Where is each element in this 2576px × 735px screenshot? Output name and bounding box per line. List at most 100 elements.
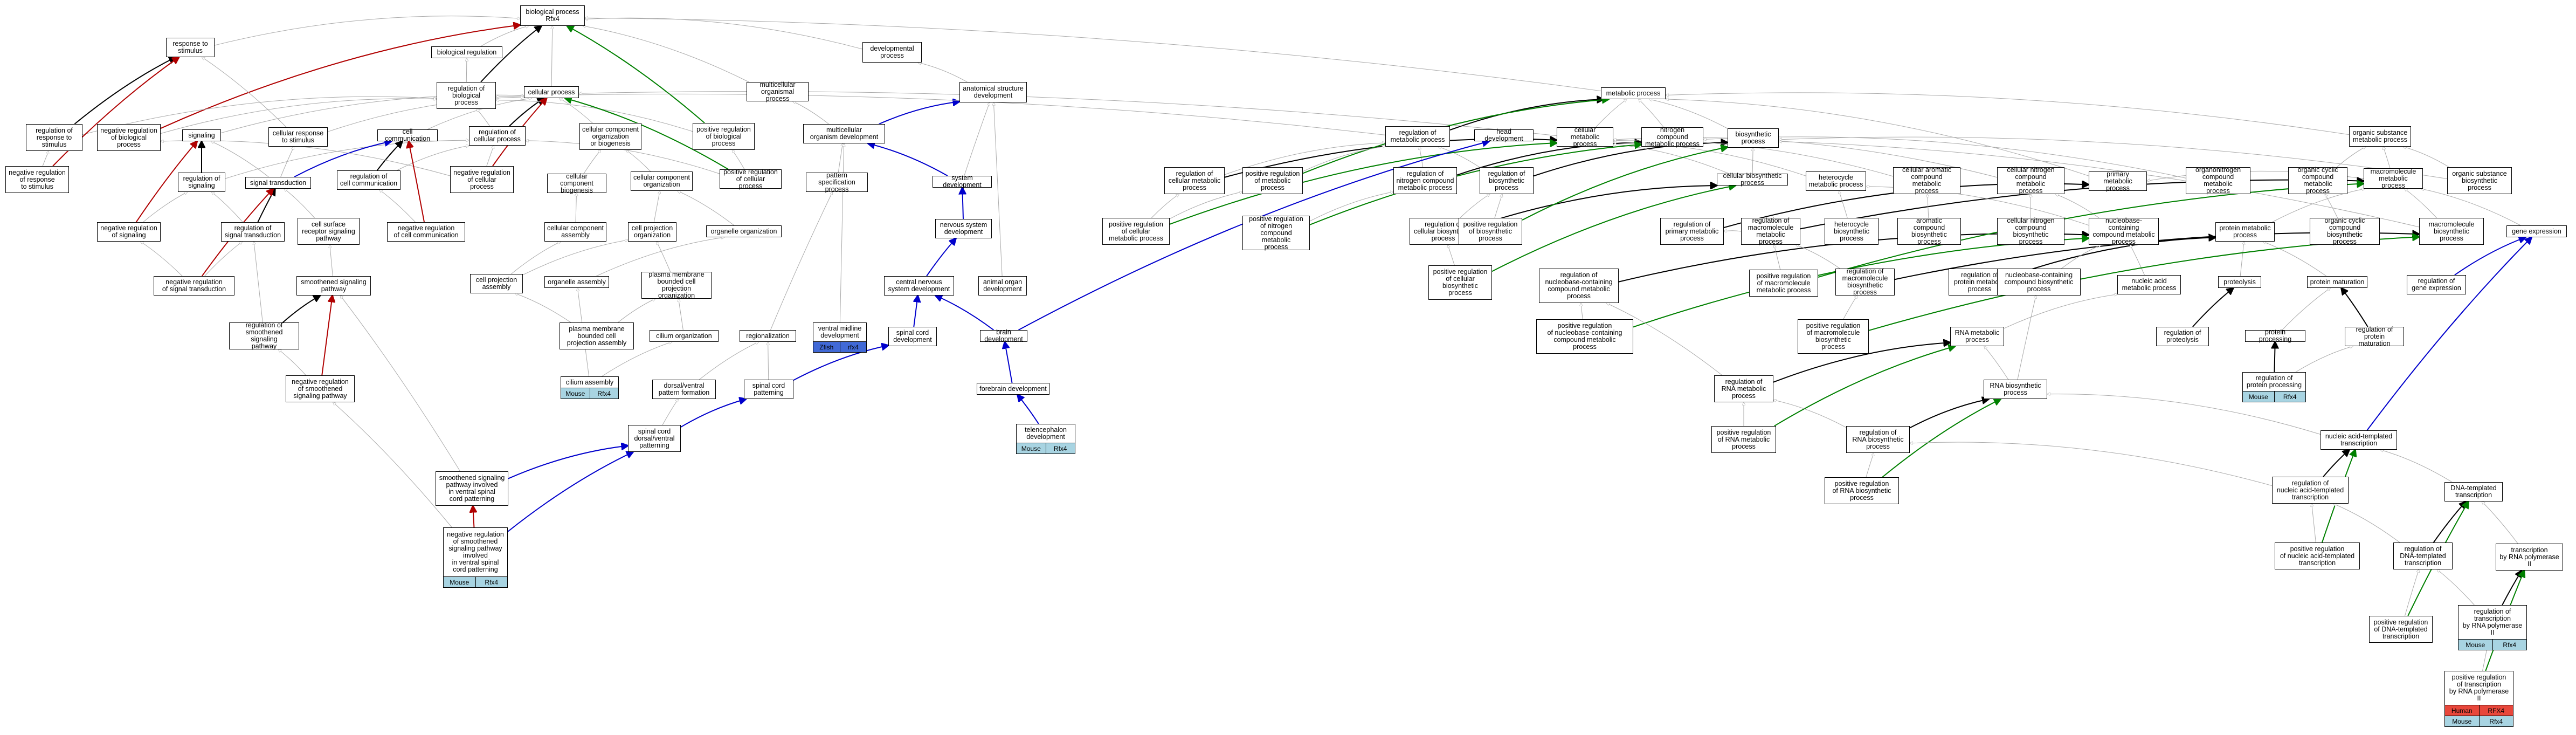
go-term-node[interactable]: cellular component organization or bioge…	[579, 123, 641, 150]
go-term-node[interactable]: protein metabolic process	[2215, 222, 2275, 242]
go-term-node[interactable]: organelle assembly	[544, 276, 609, 288]
go-term-node[interactable]: cilium organization	[650, 330, 719, 342]
go-term-node[interactable]: aromatic compound biosynthetic process	[1897, 217, 1961, 245]
go-term-node[interactable]: positive regulation of DNA-templated tra…	[2369, 616, 2433, 643]
go-term-node[interactable]: regulation of protein maturation	[2345, 326, 2404, 347]
go-term-node[interactable]: signal transduction	[245, 177, 311, 189]
go-term-node[interactable]: telencephalon development	[1016, 424, 1075, 443]
go-term-node[interactable]: organic cyclic compound metabolic proces…	[2288, 167, 2347, 195]
go-term-node[interactable]: heterocycle metabolic process	[1806, 171, 1866, 191]
go-term-node[interactable]: spinal cord patterning	[744, 380, 793, 399]
go-term-node[interactable]: organic substance metabolic process	[2349, 126, 2411, 147]
go-term-node[interactable]: cellular nitrogen compound biosynthetic …	[1997, 217, 2064, 245]
go-term-node[interactable]: nitrogen compound metabolic process	[1641, 126, 1703, 147]
go-term-node[interactable]: smoothened signaling pathway	[296, 276, 371, 296]
go-term-node[interactable]: system development	[933, 175, 992, 189]
go-term-node[interactable]: positive regulation of cellular process	[720, 168, 782, 189]
go-term-node[interactable]: head development	[1474, 128, 1534, 142]
go-term-node[interactable]: cellular aromatic compound metabolic pro…	[1893, 167, 1960, 195]
go-term-node[interactable]: regulation of nucleobase-containing comp…	[1539, 269, 1619, 303]
go-term-node[interactable]: gene expression	[2506, 225, 2567, 237]
go-term-node[interactable]: smoothened signaling pathway involved in…	[436, 471, 508, 506]
go-term-node[interactable]: positive regulation of RNA metabolic pro…	[1711, 426, 1776, 453]
go-term-node[interactable]: positive regulation of biosynthetic proc…	[1459, 218, 1522, 245]
go-term-node[interactable]: signaling	[182, 129, 221, 141]
go-term-node[interactable]: pattern specification process	[806, 171, 868, 193]
go-term-node[interactable]: protein maturation	[2307, 276, 2367, 288]
go-term-node[interactable]: proteolysis	[2218, 276, 2261, 288]
go-term-node[interactable]: regulation of cell communication	[337, 170, 400, 190]
go-term-node[interactable]: cellular biosynthetic process	[1717, 173, 1788, 187]
go-term-node[interactable]: dorsal/ventral pattern formation	[652, 380, 716, 399]
go-term-node[interactable]: regulation of RNA metabolic process	[1714, 375, 1773, 402]
go-term-node[interactable]: regulation of RNA biosynthetic process	[1846, 426, 1910, 453]
go-term-node[interactable]: RNA metabolic process	[1950, 327, 2004, 346]
go-term-node[interactable]: regulation of cellular process	[469, 126, 526, 146]
go-term-node[interactable]: biosynthetic process	[1728, 128, 1779, 148]
go-term-node[interactable]: cell projection organization	[628, 222, 676, 242]
go-term-node[interactable]: animal organ development	[978, 276, 1027, 296]
go-term-node[interactable]: metabolic process	[1601, 87, 1666, 99]
go-term-node[interactable]: anatomical structure development	[959, 82, 1027, 102]
go-term-node[interactable]: spinal cord dorsal/ventral patterning	[628, 425, 681, 452]
go-term-node[interactable]: regulation of proteolysis	[2156, 327, 2209, 346]
go-term-node[interactable]: regulation of cellular metabolic process	[1164, 167, 1225, 194]
go-term-node[interactable]: positive regulation of biological proces…	[693, 123, 755, 150]
go-term-node[interactable]: regulation of primary metabolic process	[1660, 218, 1724, 245]
go-term-node[interactable]: negative regulation of cellular process	[450, 166, 514, 193]
go-term-node[interactable]: organelle organization	[706, 225, 782, 237]
go-term-node[interactable]: regulation of signal transduction	[221, 222, 285, 242]
go-term-node[interactable]: cellular metabolic process	[1557, 126, 1613, 147]
go-term-node[interactable]: positive regulation of nucleic acid-temp…	[2275, 542, 2360, 569]
go-term-node[interactable]: organic cyclic compound biosynthetic pro…	[2310, 217, 2380, 245]
go-term-node[interactable]: positive regulation of macromolecule met…	[1749, 270, 1818, 297]
go-term-node[interactable]: regulation of DNA-templated transcriptio…	[2393, 542, 2453, 569]
go-term-node[interactable]: negative regulation of smoothened signal…	[443, 527, 508, 577]
go-term-node[interactable]: positive regulation of RNA biosynthetic …	[1825, 477, 1899, 504]
go-term-node[interactable]: cell surface receptor signaling pathway	[298, 218, 360, 245]
go-term-node[interactable]: cellular component organization	[631, 171, 693, 191]
go-term-node[interactable]: negative regulation of signaling	[97, 222, 161, 242]
go-term-node[interactable]: positive regulation of transcription by …	[2444, 671, 2513, 705]
go-term-node[interactable]: spinal cord development	[888, 327, 937, 346]
go-term-node[interactable]: multicellular organismal process	[747, 81, 809, 102]
go-term-node[interactable]: regulation of protein processing	[2242, 372, 2306, 391]
go-term-node[interactable]: central nervous system development	[884, 276, 954, 296]
go-term-node[interactable]: nucleobase-containing compound metabolic…	[2089, 217, 2159, 245]
go-term-node[interactable]: developmental process	[862, 42, 922, 63]
go-term-node[interactable]: regionalization	[740, 330, 796, 342]
go-term-node[interactable]: cilium assembly	[561, 376, 619, 388]
go-term-node[interactable]: brain development	[980, 329, 1027, 343]
go-term-node[interactable]: cellular component assembly	[544, 222, 606, 242]
go-term-node[interactable]: positive regulation of cellular biosynth…	[1428, 265, 1492, 300]
go-term-node[interactable]: negative regulation of response to stimu…	[5, 166, 69, 193]
go-term-node[interactable]: regulation of transcription by RNA polym…	[2458, 605, 2527, 640]
go-term-node[interactable]: protein processing	[2245, 329, 2305, 343]
go-term-node[interactable]: regulation of biological process	[437, 82, 496, 109]
go-term-node[interactable]: regulation of metabolic process	[1385, 126, 1450, 147]
go-term-node[interactable]: negative regulation of biological proces…	[97, 124, 161, 151]
go-term-node[interactable]: negative regulation of cell communicatio…	[387, 222, 465, 242]
go-term-node[interactable]: positive regulation of nucleobase-contai…	[1536, 319, 1633, 354]
go-term-node[interactable]: forebrain development	[977, 383, 1049, 395]
go-term-node[interactable]: biological regulation	[431, 46, 502, 58]
go-term-node[interactable]: heterocycle biosynthetic process	[1825, 218, 1879, 245]
go-term-node[interactable]: positive regulation of metabolic process	[1242, 167, 1303, 194]
go-term-node[interactable]: cellular nitrogen compound metabolic pro…	[1997, 167, 2064, 195]
go-term-node[interactable]: plasma membrane bounded cell projection …	[641, 271, 712, 299]
go-term-node[interactable]: primary metabolic process	[2089, 170, 2147, 191]
go-term-node[interactable]: biological process Rfx4	[520, 5, 585, 26]
go-term-node[interactable]: negative regulation of smoothened signal…	[286, 375, 355, 402]
go-term-node[interactable]: regulation of macromolecule metabolic pr…	[1741, 217, 1800, 245]
go-term-node[interactable]: regulation of gene expression	[2407, 275, 2466, 294]
go-term-node[interactable]: regulation of nitrogen compound metaboli…	[1393, 167, 1457, 194]
go-term-node[interactable]: regulation of macromolecule biosynthetic…	[1835, 268, 1895, 296]
go-term-node[interactable]: positive regulation of macromolecule bio…	[1798, 319, 1869, 354]
go-term-node[interactable]: regulation of smoothened signaling pathw…	[229, 322, 299, 350]
go-term-node[interactable]: regulation of nucleic acid-templated tra…	[2272, 477, 2349, 504]
go-term-node[interactable]: cell projection assembly	[470, 274, 523, 293]
go-term-node[interactable]: nucleic acid metabolic process	[2117, 275, 2181, 294]
go-term-node[interactable]: positive regulation of cellular metaboli…	[1102, 218, 1170, 245]
go-term-node[interactable]: plasma membrane bounded cell projection …	[560, 322, 634, 349]
go-term-node[interactable]: positive regulation of nitrogen compound…	[1242, 215, 1310, 250]
